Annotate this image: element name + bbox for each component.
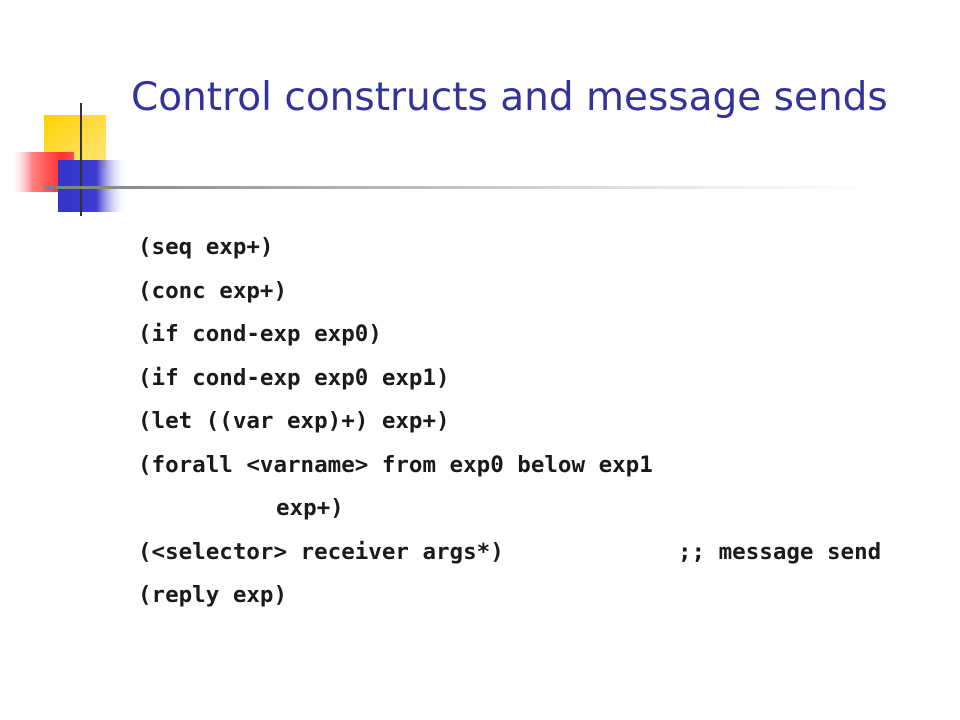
title-divider — [44, 186, 874, 189]
slide-title: Control constructs and message sends — [131, 75, 888, 120]
code-line-message-send: (<selector> receiver args*) ;; message se… — [138, 531, 948, 575]
code-line-if-else: (if cond-exp exp0 exp1) — [138, 364, 450, 391]
code-block: (seq exp+) (conc exp+) (if cond-exp exp0… — [138, 226, 948, 618]
corner-decoration-icon — [10, 103, 140, 216]
code-line-forall-body: exp+) — [276, 495, 344, 521]
message-send-comment: ;; message send — [678, 538, 882, 565]
vertical-line — [80, 103, 82, 216]
code-line-conc: (conc exp+) — [138, 277, 288, 304]
code-line-forall: (forall <varname> from exp0 below exp1 — [138, 451, 653, 478]
code-line-if: (if cond-exp exp0) — [138, 321, 382, 347]
code-line-reply: (reply exp) — [138, 582, 288, 608]
code-line-let: (let ((var exp)+) exp+) — [138, 408, 450, 434]
code-line-seq: (seq exp+) — [138, 234, 274, 260]
message-send-code: (<selector> receiver args*) — [138, 538, 504, 565]
